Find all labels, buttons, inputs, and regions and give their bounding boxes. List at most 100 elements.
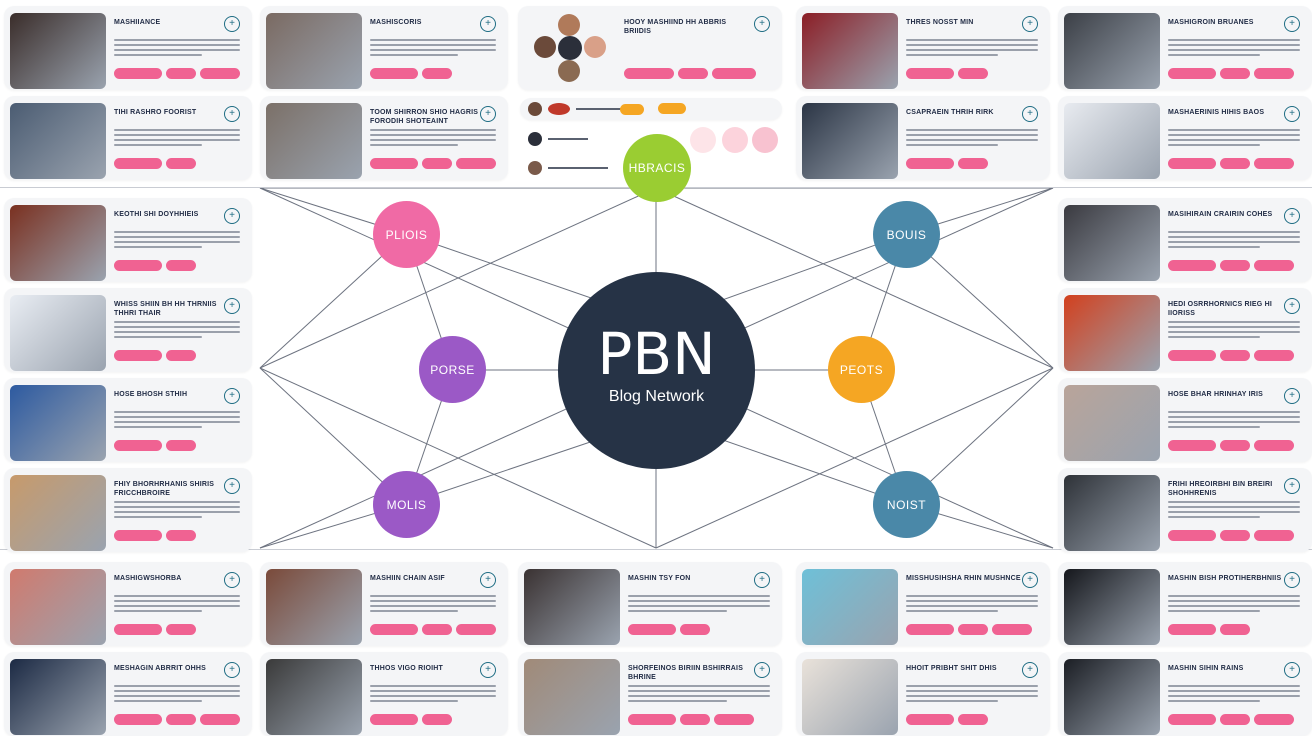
add-icon[interactable]: + — [754, 16, 770, 32]
blog-card[interactable]: MASHIGWSHORBA+ — [4, 562, 252, 646]
blog-card[interactable]: MASHAERINIS HIHIS BAOS+ — [1058, 96, 1312, 180]
tag-pill[interactable] — [114, 440, 162, 451]
blog-card[interactable]: MASHIIANCE+ — [4, 6, 252, 90]
blog-card[interactable]: HEDI OSRRHORNICS RIEG HI IIORISS+ — [1058, 288, 1312, 372]
tag-pill[interactable] — [1168, 350, 1216, 361]
tag-pill[interactable] — [166, 530, 196, 541]
blog-card[interactable]: TOOM SHIRRON SHIO HAGRIS FORODIH SHOTEAI… — [260, 96, 508, 180]
tag-pill[interactable] — [714, 714, 754, 725]
blog-card[interactable]: HHOIT PRIBHT SHIT DHIS+ — [796, 652, 1050, 736]
add-icon[interactable]: + — [1022, 662, 1038, 678]
tag-pill[interactable] — [680, 714, 710, 725]
tag-pill[interactable] — [1220, 158, 1250, 169]
tag-pill[interactable] — [422, 624, 452, 635]
user-row[interactable] — [520, 98, 782, 120]
tag-pill[interactable] — [1220, 260, 1250, 271]
tag-pill[interactable] — [1220, 440, 1250, 451]
node-noist[interactable]: NOIST — [873, 471, 940, 538]
blog-card[interactable]: WHISS SHIIN BH HH THRNIIS THHRI THAIR+ — [4, 288, 252, 372]
tag-pill[interactable] — [628, 714, 676, 725]
tag-pill[interactable] — [1168, 530, 1216, 541]
tag-pill[interactable] — [114, 350, 162, 361]
tag-pill[interactable] — [166, 714, 196, 725]
add-icon[interactable]: + — [224, 16, 240, 32]
add-icon[interactable]: + — [1284, 388, 1300, 404]
tag-pill[interactable] — [114, 714, 162, 725]
tag-pill[interactable] — [1254, 714, 1294, 725]
tag-pill[interactable] — [1254, 260, 1294, 271]
tag-pill[interactable] — [1168, 714, 1216, 725]
tag-pill[interactable] — [1220, 530, 1250, 541]
tag-pill[interactable] — [992, 624, 1032, 635]
blog-card[interactable]: THRES NOSST MIN+ — [796, 6, 1050, 90]
blog-card[interactable]: KEOTHI SHI DOYHHIEIS+ — [4, 198, 252, 282]
tag-pill[interactable] — [456, 158, 496, 169]
node-hbracis[interactable]: HBRACIS — [623, 134, 691, 202]
node-porse[interactable]: PORSE — [419, 336, 486, 403]
add-icon[interactable]: + — [224, 478, 240, 494]
add-icon[interactable]: + — [224, 106, 240, 122]
tag-pill[interactable] — [370, 624, 418, 635]
tag-pill[interactable] — [456, 624, 496, 635]
add-icon[interactable]: + — [1022, 16, 1038, 32]
node-plioIs[interactable]: PLIOIS — [373, 201, 440, 268]
tag-pill[interactable] — [906, 714, 954, 725]
tag-pill[interactable] — [1168, 68, 1216, 79]
node-bouis[interactable]: BOUIS — [873, 201, 940, 268]
blog-card[interactable]: MASHIN TSY FON+ — [518, 562, 782, 646]
add-icon[interactable]: + — [480, 106, 496, 122]
add-icon[interactable]: + — [480, 16, 496, 32]
tag-pill[interactable] — [906, 68, 954, 79]
tag-pill[interactable] — [422, 158, 452, 169]
tag-pill[interactable] — [114, 68, 162, 79]
tag-pill[interactable] — [1254, 440, 1294, 451]
tag-pill[interactable] — [166, 624, 196, 635]
tag-pill[interactable] — [166, 68, 196, 79]
add-icon[interactable]: + — [224, 572, 240, 588]
tag-pill[interactable] — [1220, 350, 1250, 361]
add-icon[interactable]: + — [1284, 106, 1300, 122]
tag-pill[interactable] — [958, 68, 988, 79]
tag-pill[interactable] — [114, 158, 162, 169]
tag-pill[interactable] — [422, 68, 452, 79]
add-icon[interactable]: + — [480, 572, 496, 588]
add-icon[interactable]: + — [754, 662, 770, 678]
add-icon[interactable]: + — [224, 388, 240, 404]
blog-card[interactable]: MASHIN SIHIN RAINS+ — [1058, 652, 1312, 736]
add-icon[interactable]: + — [1284, 298, 1300, 314]
add-icon[interactable]: + — [1284, 478, 1300, 494]
blog-card[interactable]: THHOS VIGO RIOIHT+ — [260, 652, 508, 736]
add-icon[interactable]: + — [480, 662, 496, 678]
blog-card[interactable]: MASHIN BISH PROTIHERBHNIIS+ — [1058, 562, 1312, 646]
add-icon[interactable]: + — [224, 662, 240, 678]
tag-pill[interactable] — [114, 530, 162, 541]
add-icon[interactable]: + — [224, 298, 240, 314]
tag-pill[interactable] — [1254, 530, 1294, 541]
heart-icon[interactable] — [722, 127, 748, 153]
blog-card[interactable]: MASIHIRAIN CRAIRIN COHES+ — [1058, 198, 1312, 282]
tag-pill[interactable] — [166, 260, 196, 271]
blog-card[interactable]: MISSHUSIHSHA RHIN MUSHNCE+ — [796, 562, 1050, 646]
tag-pill[interactable] — [958, 624, 988, 635]
tag-pill[interactable] — [958, 714, 988, 725]
blog-card[interactable]: HOSE BHAR HRINHAY IRIS+ — [1058, 378, 1312, 462]
add-icon[interactable]: + — [1284, 572, 1300, 588]
add-icon[interactable]: + — [1022, 106, 1038, 122]
add-icon[interactable]: + — [224, 208, 240, 224]
blog-card[interactable]: MESHAGIN ABRRIT OHHS+ — [4, 652, 252, 736]
blog-card[interactable]: SHORFEINOS BIRIIN BSHIRRAIS BHRINE+ — [518, 652, 782, 736]
pbn-hub[interactable]: PBN Blog Network — [558, 272, 755, 469]
tag-pill[interactable] — [166, 440, 196, 451]
tag-pill[interactable] — [628, 624, 676, 635]
blog-card[interactable]: CSAPRAEIN THRIH RIRK+ — [796, 96, 1050, 180]
blog-card[interactable]: TIHI RASHRO FOORIST+ — [4, 96, 252, 180]
tag-pill[interactable] — [370, 714, 418, 725]
tag-pill[interactable] — [958, 158, 988, 169]
tag-pill[interactable] — [1254, 158, 1294, 169]
tag-pill[interactable] — [166, 158, 196, 169]
add-icon[interactable]: + — [1284, 16, 1300, 32]
tag-pill[interactable] — [166, 350, 196, 361]
tag-pill[interactable] — [1220, 68, 1250, 79]
node-peots[interactable]: PEOTS — [828, 336, 895, 403]
tag-pill[interactable] — [114, 624, 162, 635]
